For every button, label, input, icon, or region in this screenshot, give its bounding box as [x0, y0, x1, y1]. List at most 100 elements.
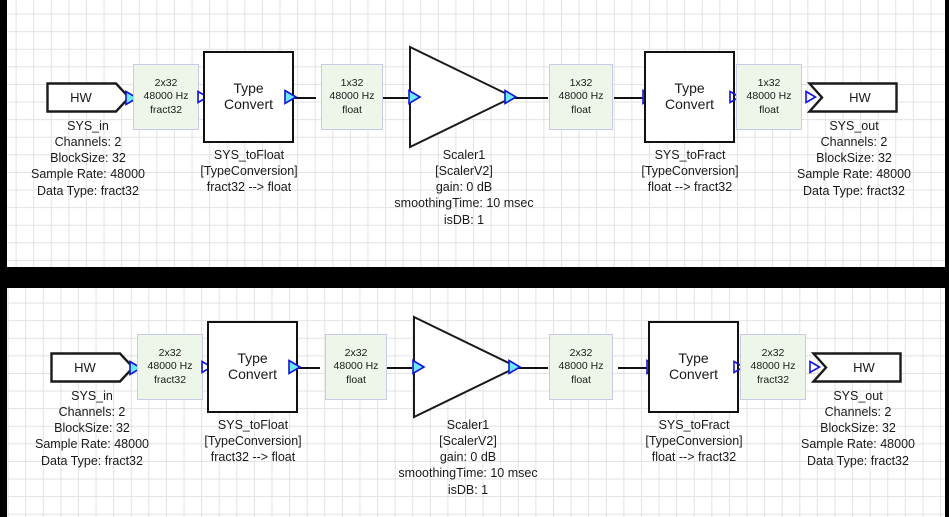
diagram-canvas-top[interactable]: HW 2x32 48000 Hz fract32 Type Convert 1x…: [0, 0, 949, 267]
signal-label-top-2[interactable]: 1x32 48000 Hz float: [321, 64, 383, 130]
sys-in-prop-samplerate: Sample Rate: 48000: [35, 437, 149, 452]
sys-out-input-port-icon[interactable]: [808, 360, 822, 374]
sys-out-block-label: HW: [849, 90, 871, 105]
signal-rate: 48000 Hz: [558, 360, 604, 373]
wire-sig3-to-tofract: [614, 97, 644, 99]
scaler-output-port-icon[interactable]: [503, 89, 519, 105]
signal-type: float: [342, 103, 362, 116]
node-scaler[interactable]: [405, 44, 519, 150]
tofract-label-line2: Convert: [668, 366, 719, 382]
sys-tofract-conversion: float --> fract32: [647, 180, 733, 195]
caption-sys-out-top: SYS_out Channels: 2 BlockSize: 32 Sample…: [766, 118, 942, 199]
hw-in-shape: [46, 82, 131, 113]
signal-dims: 2x32: [158, 347, 182, 360]
signal-type: float: [346, 373, 366, 386]
diagram-canvas-bottom[interactable]: HW 2x32 48000 Hz fract32 Type Convert 2x…: [0, 288, 949, 517]
signal-label-bottom-4[interactable]: 2x32 48000 Hz fract32: [740, 334, 806, 400]
caption-scaler-bottom: Scaler1 [ScalerV2] gain: 0 dB smoothingT…: [352, 417, 584, 498]
tofract-output-port-icon[interactable]: [728, 90, 742, 104]
signal-type: fract32: [149, 103, 183, 116]
tofract-output-port-icon[interactable]: [732, 360, 746, 374]
signal-dims: 1x32: [569, 77, 593, 90]
scaler-prop-isdb: isDB: 1: [443, 212, 485, 227]
tofloat-label-line1: Type: [233, 80, 264, 97]
sys-in-prop-samplerate: Sample Rate: 48000: [31, 167, 145, 182]
wire-scaler-to-sig3-b: [516, 367, 548, 369]
sys-out-block-label: HW: [853, 360, 875, 375]
signal-rate: 48000 Hz: [147, 360, 193, 373]
canvas-left-edge-top: [0, 0, 7, 267]
sys-out-input-port-icon[interactable]: [804, 90, 818, 104]
sys-tofloat-name: SYS_toFloat: [213, 148, 285, 162]
sys-in-block-label: HW: [74, 360, 96, 375]
tofloat-output-port-icon[interactable]: [287, 359, 303, 375]
hw-in-shape: [50, 352, 135, 383]
sys-out-prop-channels: Channels: 2: [820, 135, 888, 150]
signal-rate: 48000 Hz: [143, 90, 189, 103]
signal-label-top-1[interactable]: 2x32 48000 Hz fract32: [133, 64, 199, 130]
scaler-input-port-icon[interactable]: [407, 89, 423, 105]
sys-in-prop-datatype: Data Type: fract32: [41, 453, 143, 468]
wire-sig2-to-scaler: [382, 97, 408, 99]
hw-out-shape: [806, 82, 898, 113]
scaler-prop-gain: gain: 0 dB: [435, 180, 493, 195]
tofloat-label-line2: Convert: [223, 96, 274, 112]
sys-in-prop-channels: Channels: 2: [58, 405, 126, 420]
signal-rate: 48000 Hz: [750, 360, 796, 373]
scaler-prop-gain: gain: 0 dB: [439, 450, 497, 465]
node-sys-tofract[interactable]: Type Convert: [644, 51, 735, 143]
sys-in-prop-channels: Channels: 2: [54, 135, 122, 150]
signal-label-bottom-3[interactable]: 2x32 48000 Hz float: [549, 334, 613, 400]
sys-in-output-port-icon[interactable]: [128, 360, 144, 376]
sys-tofloat-class: [TypeConversion]: [200, 164, 298, 179]
tofloat-input-port-icon[interactable]: [200, 360, 214, 374]
sys-tofract-class: [TypeConversion]: [645, 434, 743, 449]
sys-out-name: SYS_out: [833, 389, 883, 403]
sys-out-name: SYS_out: [829, 119, 879, 133]
signal-type: fract32: [756, 373, 790, 386]
canvas-left-edge-bottom: [0, 288, 7, 517]
sys-out-prop-datatype: Data Type: fract32: [807, 453, 909, 468]
wire-scaler-to-sig3: [512, 97, 548, 99]
node-sys-in[interactable]: HW: [46, 82, 139, 113]
sys-in-output-port-icon[interactable]: [124, 90, 140, 106]
signal-label-bottom-2[interactable]: 2x32 48000 Hz float: [325, 334, 387, 400]
wire-sig2-to-scaler-b: [386, 367, 412, 369]
sys-in-block-label: HW: [70, 90, 92, 105]
sys-in-prop-blocksize: BlockSize: 32: [50, 151, 126, 166]
scaler-input-port-icon[interactable]: [411, 359, 427, 375]
scaler-name: Scaler1: [442, 148, 486, 162]
signal-dims: 2x32: [344, 347, 368, 360]
tofloat-input-port-icon[interactable]: [196, 90, 210, 104]
node-sys-tofract-bottom[interactable]: Type Convert: [648, 321, 739, 413]
sys-out-prop-samplerate: Sample Rate: 48000: [797, 167, 911, 182]
caption-sys-tofloat-top: SYS_toFloat [TypeConversion] fract32 -->…: [153, 147, 345, 195]
diagram-divider-band: [0, 267, 949, 288]
node-sys-out[interactable]: HW: [805, 82, 898, 113]
scaler-output-port-icon[interactable]: [507, 359, 523, 375]
tofloat-label-line2: Convert: [227, 366, 278, 382]
tofract-label-line1: Type: [678, 350, 709, 367]
scaler-prop-smoothingtime: smoothingTime: 10 msec: [394, 196, 534, 211]
sys-tofloat-name: SYS_toFloat: [217, 418, 289, 432]
node-sys-tofloat[interactable]: Type Convert: [203, 51, 294, 143]
scaler-prop-smoothingtime: smoothingTime: 10 msec: [398, 466, 538, 481]
tofract-label-line2: Convert: [664, 96, 715, 112]
signal-label-top-3[interactable]: 1x32 48000 Hz float: [549, 64, 613, 130]
signal-type: fract32: [153, 373, 187, 386]
node-scaler-bottom[interactable]: [409, 314, 523, 420]
sys-tofloat-conversion: fract32 --> float: [206, 180, 292, 195]
scaler-class: [ScalerV2]: [435, 164, 493, 179]
scaler-prop-isdb: isDB: 1: [447, 482, 489, 497]
signal-rate: 48000 Hz: [333, 360, 379, 373]
node-sys-in-bottom[interactable]: HW: [50, 352, 143, 383]
node-sys-out-bottom[interactable]: HW: [809, 352, 902, 383]
caption-sys-out-bottom: SYS_out Channels: 2 BlockSize: 32 Sample…: [770, 388, 946, 469]
signal-label-top-4[interactable]: 1x32 48000 Hz float: [736, 64, 802, 130]
node-sys-tofloat-bottom[interactable]: Type Convert: [207, 321, 298, 413]
wire-tofloat-to-sig2: [290, 97, 316, 99]
signal-label-bottom-1[interactable]: 2x32 48000 Hz fract32: [137, 334, 203, 400]
tofloat-output-port-icon[interactable]: [283, 89, 299, 105]
sys-tofloat-conversion: fract32 --> float: [210, 450, 296, 465]
